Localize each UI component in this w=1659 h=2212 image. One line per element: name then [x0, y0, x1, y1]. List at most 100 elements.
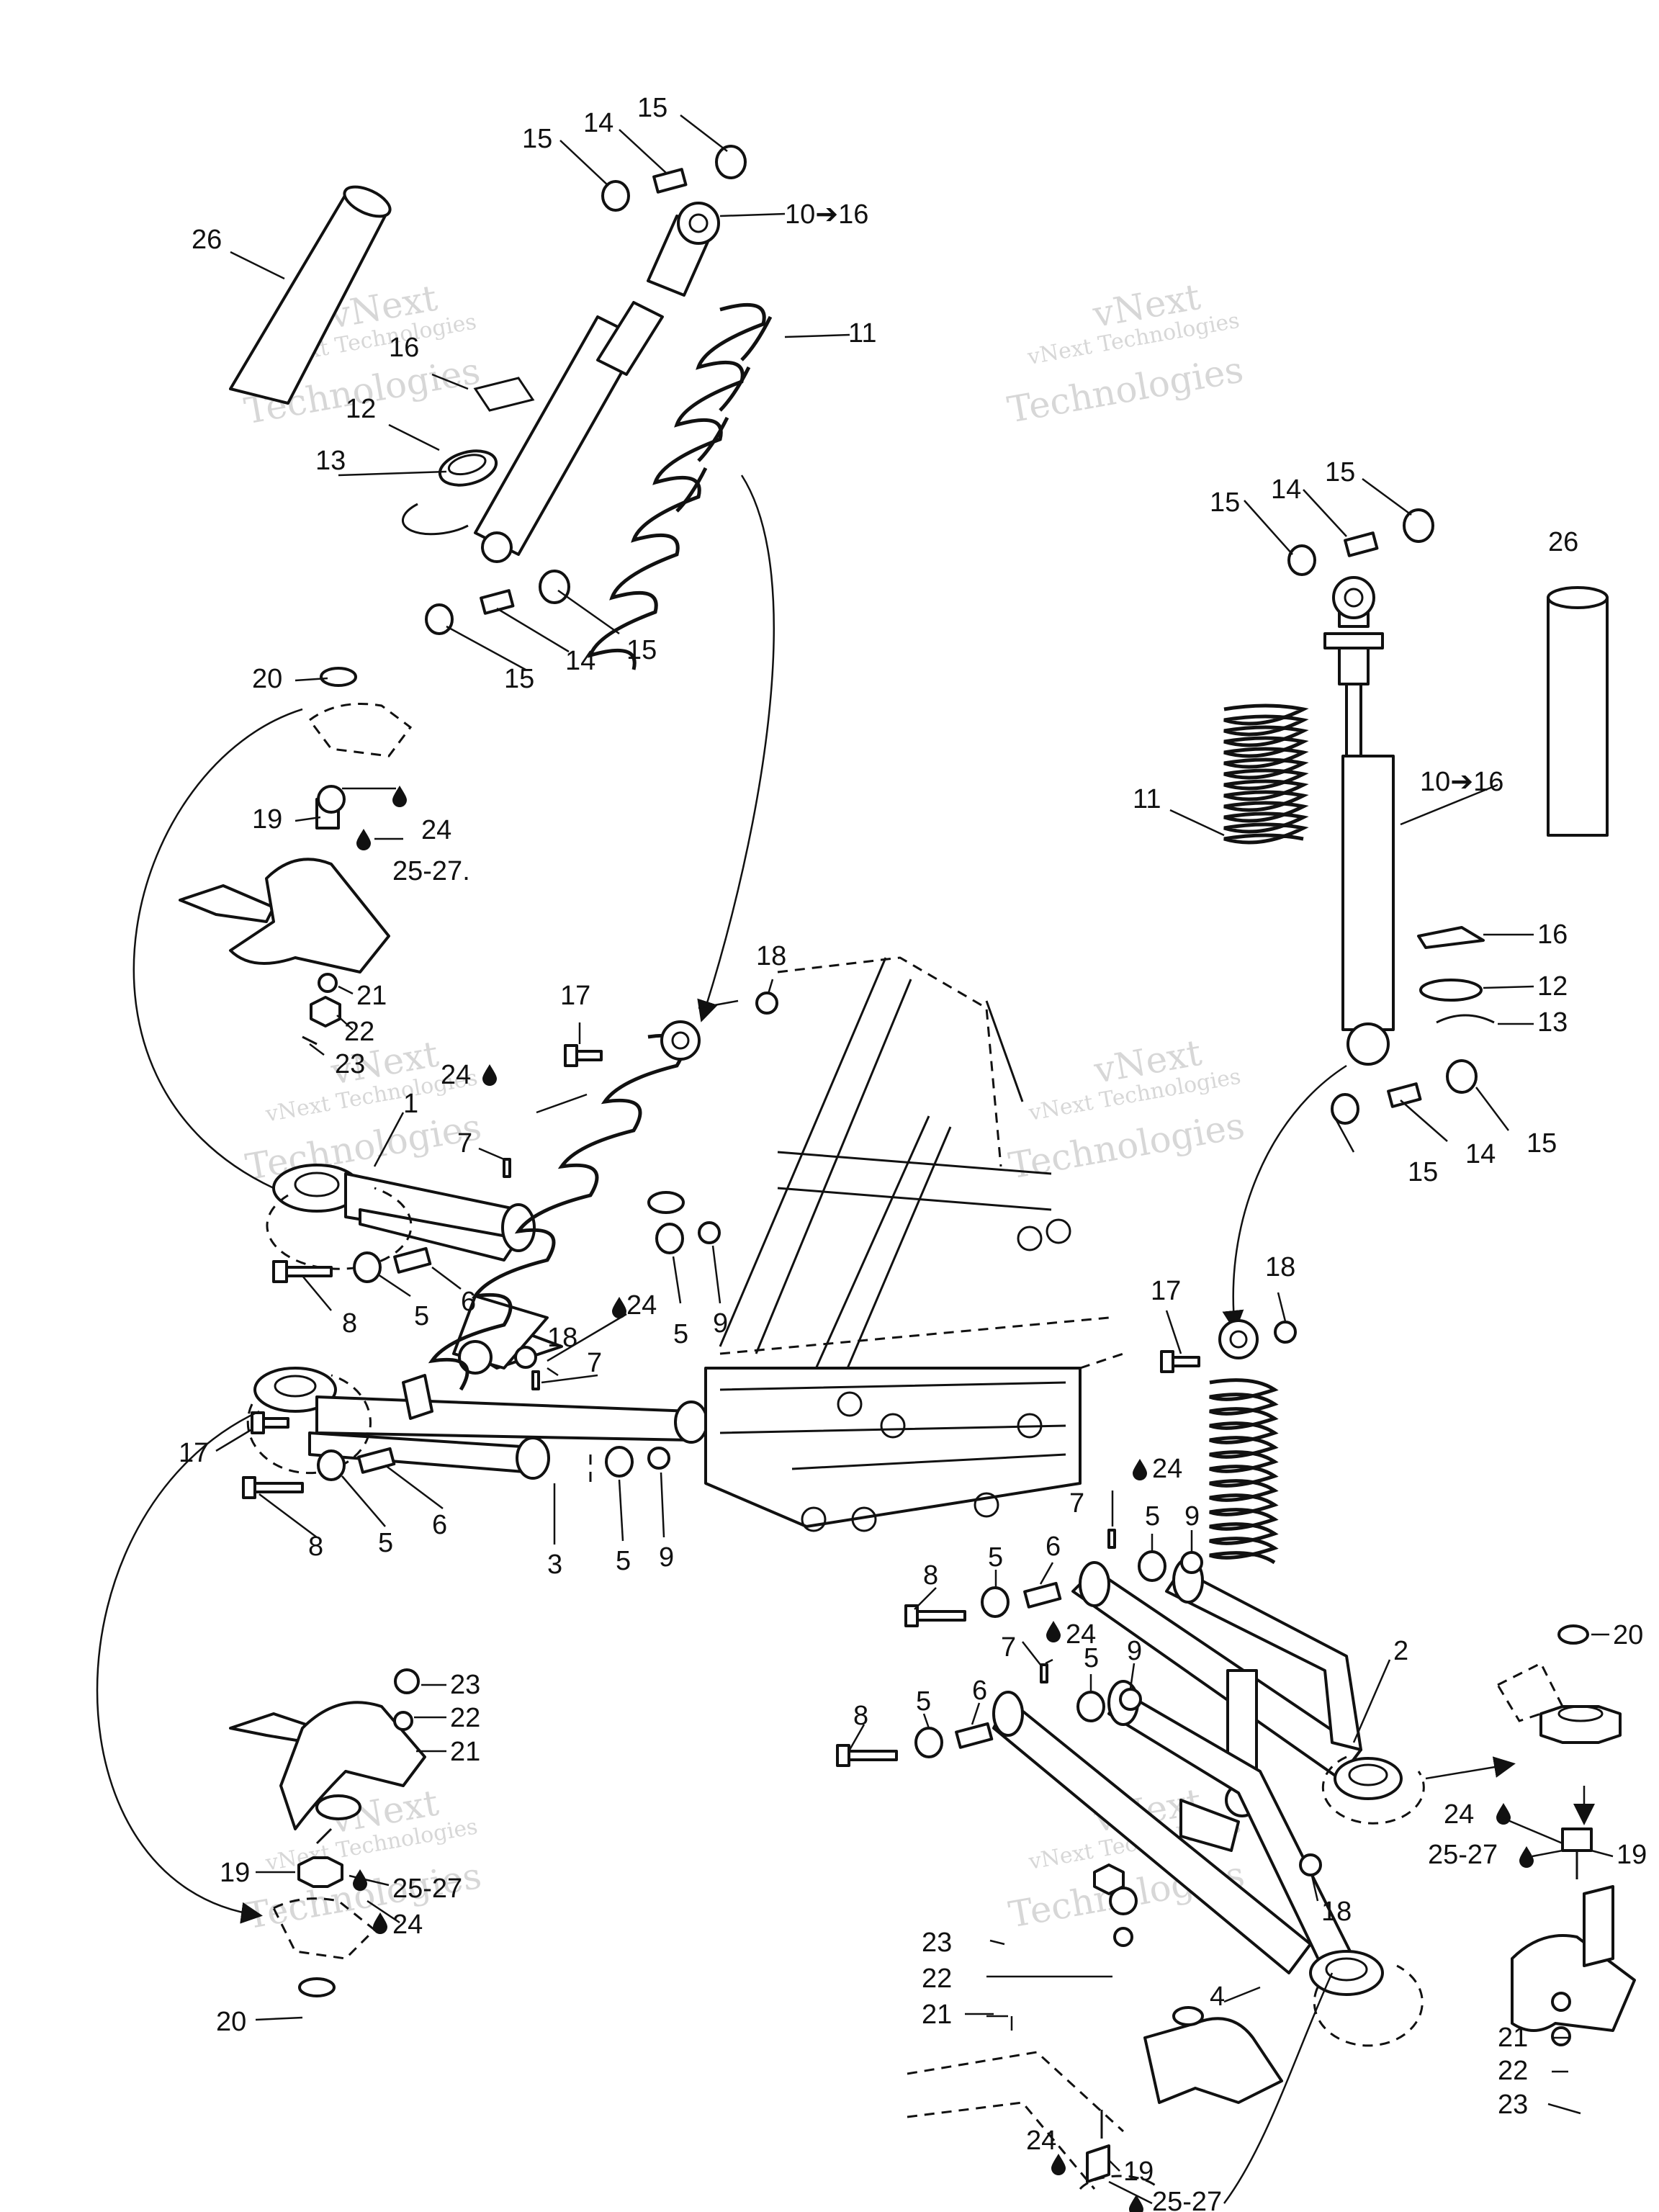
- label-5: 5: [616, 1546, 631, 1576]
- spring-cup-16-right: [1417, 926, 1485, 949]
- bushing-5-upper-left: [353, 1251, 382, 1283]
- nut-9-upper-left: [698, 1221, 721, 1244]
- nut-18-lower-right: [1299, 1853, 1322, 1876]
- label-5: 5: [378, 1528, 393, 1558]
- left-knuckle-upper: [132, 667, 413, 1190]
- label-5: 5: [414, 1301, 429, 1331]
- label-23: 23: [335, 1049, 365, 1079]
- nut-18-shock-left: [755, 992, 778, 1015]
- center-knuckle-lower: [907, 1863, 1334, 2204]
- label-9: 9: [659, 1542, 674, 1573]
- watermark-upper-right: vNext vNext Technologies Technologies: [1004, 276, 1246, 431]
- nut-9-lower-right: [1119, 1688, 1142, 1711]
- callout-labels: 26 15 14 15 10➔16 11 16 12 13 15 14 15 2…: [179, 93, 1647, 2212]
- lower-a-arm-left: [246, 1367, 709, 1480]
- vehicle-frame: [704, 956, 1124, 1532]
- shock-absorber-upper-right: [1323, 576, 1395, 1066]
- label-7: 7: [587, 1348, 602, 1378]
- label-13: 13: [315, 446, 346, 476]
- label-18: 18: [1265, 1252, 1295, 1282]
- label-10-16: 10➔16: [1420, 767, 1503, 797]
- label-5: 5: [988, 1542, 1003, 1573]
- label-21: 21: [922, 2000, 952, 2030]
- grease-fitting-7-upper-right: [1107, 1529, 1116, 1549]
- label-25-27: 25-27: [1428, 1840, 1498, 1870]
- bushing-5-upper-right: [981, 1586, 1010, 1618]
- sleeve-6-upper-right: [1023, 1581, 1062, 1609]
- upper-a-arm-right: [1071, 1557, 1516, 1825]
- spring-cup-16: [473, 377, 535, 412]
- label-22: 22: [1498, 2056, 1528, 2086]
- label-19: 19: [1617, 1840, 1647, 1870]
- label-15: 15: [522, 124, 552, 154]
- bushing-5-lower-left: [317, 1449, 346, 1481]
- label-16: 16: [1537, 920, 1568, 950]
- watermark-lower-left: vNext vNext Technologies Technologies: [243, 1781, 485, 1937]
- label-11: 11: [1133, 784, 1161, 814]
- label-24: 24: [626, 1290, 657, 1321]
- label-21: 21: [450, 1737, 480, 1767]
- label-15: 15: [1527, 1128, 1557, 1159]
- bushing-5-upper-right-rear: [1138, 1550, 1166, 1582]
- shock-bushings-top: [601, 145, 747, 212]
- label-8: 8: [923, 1560, 938, 1591]
- label-1: 1: [403, 1089, 418, 1119]
- label-9: 9: [713, 1308, 728, 1339]
- label-12: 12: [1537, 971, 1568, 1002]
- label-15: 15: [1325, 457, 1355, 487]
- label-8: 8: [308, 1532, 323, 1562]
- label-15: 15: [1210, 487, 1240, 518]
- sleeve-6-lower-left: [357, 1447, 396, 1474]
- label-6: 6: [1046, 1532, 1061, 1562]
- label-7: 7: [1069, 1488, 1084, 1519]
- label-19: 19: [1123, 2157, 1154, 2187]
- coil-spring-upper-right: [1223, 703, 1309, 845]
- label-14: 14: [1271, 475, 1301, 505]
- label-24: 24: [1152, 1454, 1182, 1484]
- label-18: 18: [1321, 1897, 1352, 1927]
- label-5: 5: [916, 1686, 931, 1717]
- assembled-shock-left: [428, 1020, 701, 1391]
- grease-fitting-7-lower-right: [1040, 1663, 1048, 1683]
- label-23: 23: [1498, 2090, 1528, 2120]
- label-5: 5: [1084, 1643, 1099, 1673]
- upper-left-shock-assembly: [229, 145, 775, 1022]
- label-17: 17: [1151, 1276, 1181, 1306]
- shock-protector-sleeve: [229, 185, 392, 405]
- leader-lines: [215, 114, 1614, 2205]
- label-25-27: 25-27: [1152, 2187, 1222, 2212]
- label-9: 9: [1127, 1636, 1142, 1666]
- assembly-arrow-left: [697, 475, 775, 1022]
- bushing-5-lower-left-rear: [605, 1446, 634, 1478]
- label-7: 7: [457, 1128, 472, 1159]
- nut-18-shock-right: [1274, 1321, 1297, 1344]
- left-hardware: [242, 992, 778, 1499]
- label-3: 3: [547, 1550, 562, 1580]
- shock-bushings-bottom-right: [1331, 1059, 1478, 1125]
- label-10-16: 10➔16: [785, 199, 868, 230]
- right-hardware: [836, 1321, 1322, 1876]
- shock-bushings-bottom: [425, 570, 570, 635]
- label-24: 24: [1444, 1799, 1474, 1830]
- upper-right-shock-assembly: [1222, 508, 1609, 1332]
- label-8: 8: [342, 1308, 357, 1339]
- grease-fitting-7-lower-left: [531, 1370, 540, 1390]
- label-20: 20: [1613, 1620, 1643, 1650]
- left-knuckle-lower: [96, 1410, 426, 1997]
- shock-bushings-top-right: [1287, 508, 1434, 576]
- label-4: 4: [1210, 1982, 1225, 2012]
- label-22: 22: [450, 1703, 480, 1733]
- assembly-arrow-knuckle-left: [132, 708, 303, 1190]
- label-17: 17: [179, 1438, 209, 1468]
- label-22: 22: [922, 1964, 952, 1994]
- label-6: 6: [972, 1676, 987, 1706]
- label-20: 20: [216, 2007, 246, 2037]
- label-24: 24: [421, 815, 451, 845]
- label-14: 14: [565, 646, 595, 676]
- label-7: 7: [1001, 1632, 1016, 1663]
- label-25-27: 25-27.: [392, 856, 470, 886]
- label-19: 19: [220, 1858, 250, 1888]
- label-6: 6: [461, 1287, 476, 1317]
- right-knuckle: [1496, 1624, 1636, 2046]
- label-21: 21: [1498, 2023, 1528, 2053]
